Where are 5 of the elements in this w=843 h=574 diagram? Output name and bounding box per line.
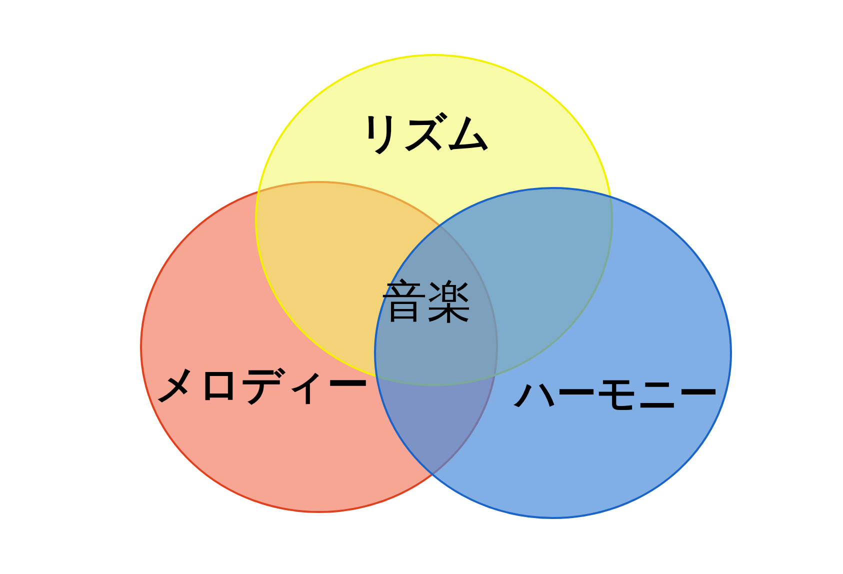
set-label: ハーモニー xyxy=(516,374,718,414)
set-label: リズム xyxy=(359,112,491,156)
intersection-label: 音楽 xyxy=(382,278,472,324)
set-label: メロディー xyxy=(155,364,369,406)
venn-circle xyxy=(373,186,733,520)
